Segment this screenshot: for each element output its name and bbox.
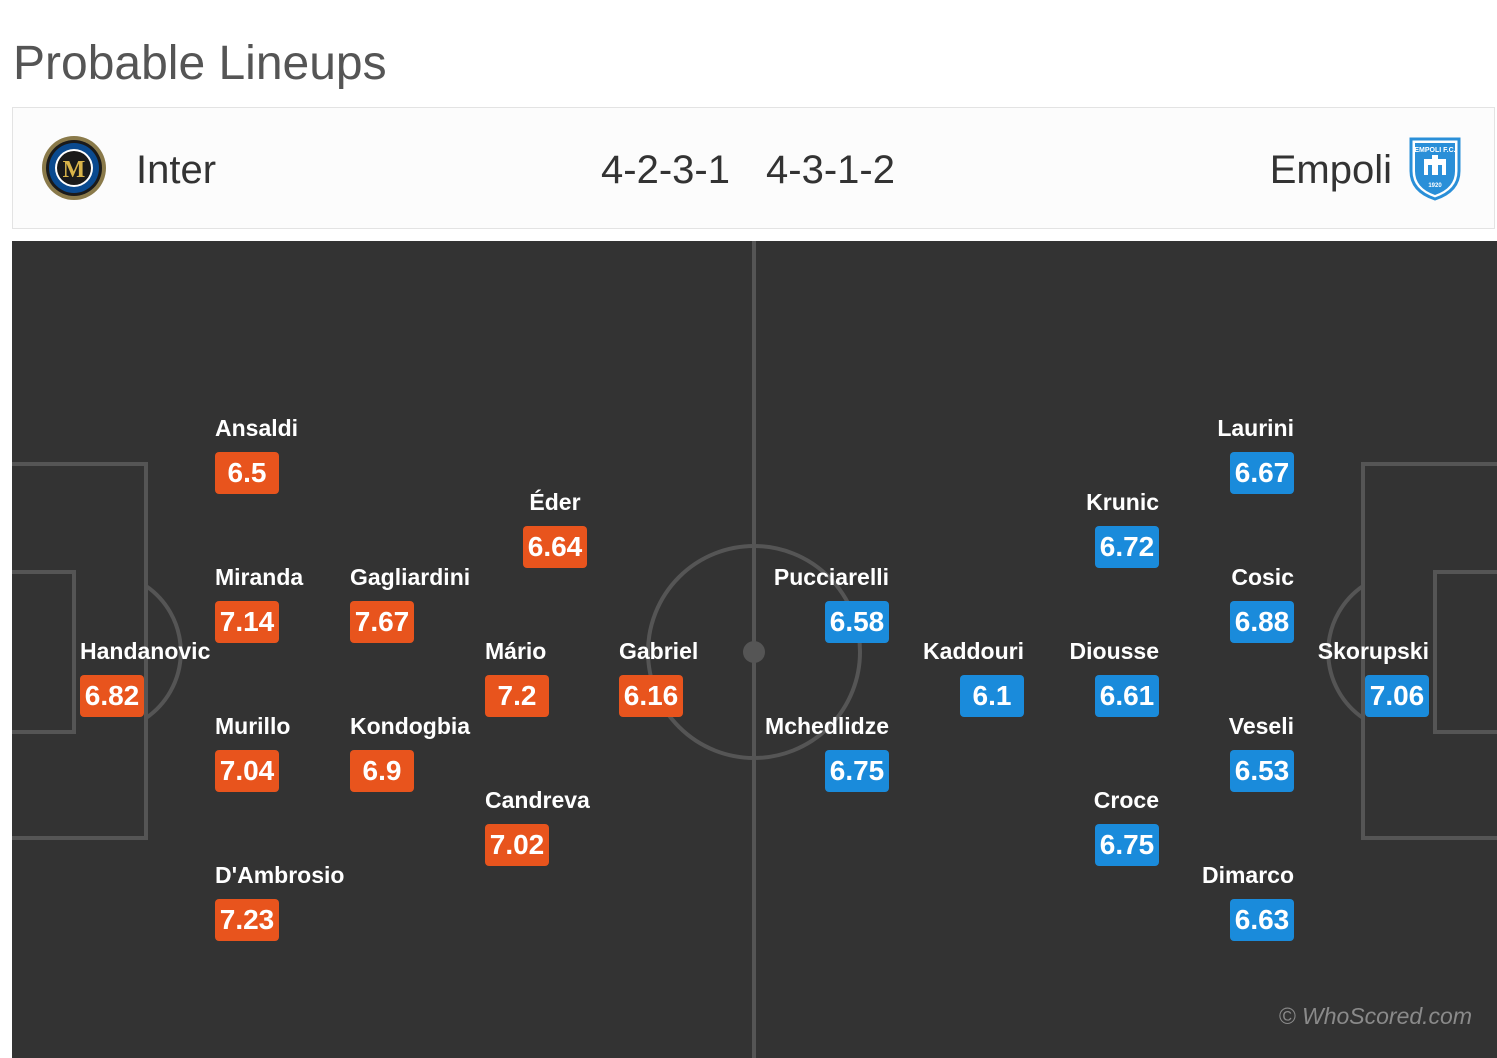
player-name[interactable]: Gagliardini [350,564,471,590]
player-rating-badge: 7.67 [350,601,414,643]
home-player[interactable]: Gagliardini 7.67 [350,563,590,647]
player-name[interactable]: Diousse [1069,638,1159,664]
home-player[interactable]: Miranda 7.14 [215,563,455,647]
away-team-name[interactable]: Empoli [1269,148,1392,192]
away-formation: 4-3-1-2 [766,148,895,192]
svg-text:EMPOLI F.C.: EMPOLI F.C. [1414,147,1455,154]
player-rating-badge: 6.88 [1230,601,1294,643]
player-rating-badge: 6.72 [1095,526,1159,568]
away-player[interactable]: Cosic 6.88 [1054,563,1294,647]
away-player[interactable]: Diousse 6.61 [919,637,1159,721]
home-player[interactable]: Mário 7.2 [485,637,725,721]
away-player[interactable]: Krunic 6.72 [919,488,1159,572]
player-rating-badge: 7.23 [215,899,279,941]
player-name[interactable]: Kaddouri [923,638,1024,664]
home-player[interactable]: Éder 6.64 [485,488,725,572]
player-rating-badge: 6.16 [619,675,683,717]
player-rating-badge: 6.9 [350,750,414,792]
player-rating-badge: 6.63 [1230,899,1294,941]
whoscored-watermark: © WhoScored.com [1278,1003,1472,1029]
player-rating-badge: 6.82 [80,675,144,717]
home-player[interactable]: Gabriel 6.16 [619,637,859,721]
player-name[interactable]: Cosic [1231,564,1294,590]
player-name[interactable]: Gabriel [619,638,699,664]
player-name[interactable]: Kondogbia [350,713,471,739]
player-rating-badge: 6.53 [1230,750,1294,792]
player-rating-badge: 6.67 [1230,452,1294,494]
player-rating-badge: 6.61 [1095,675,1159,717]
player-rating-badge: 6.75 [1095,824,1159,866]
home-player[interactable]: Murillo 7.04 [215,712,455,796]
home-player[interactable]: Handanovic 6.82 [80,637,320,721]
home-player[interactable]: Kondogbia 6.9 [350,712,590,796]
home-player[interactable]: Ansaldi 6.5 [215,414,455,498]
player-rating-badge: 6.5 [215,452,279,494]
home-player[interactable]: D'Ambrosio 7.23 [215,861,455,945]
player-rating-badge: 6.1 [960,675,1024,717]
player-name[interactable]: Candreva [485,787,590,813]
away-player[interactable]: Croce 6.75 [919,786,1159,870]
player-name[interactable]: Éder [529,489,581,515]
player-name[interactable]: Dimarco [1201,862,1294,888]
player-name[interactable]: Pucciarelli [773,564,889,590]
player-rating-badge: 7.2 [485,675,549,717]
away-player[interactable]: Mchedlidze 6.75 [649,712,889,796]
player-rating-badge: 7.06 [1365,675,1429,717]
player-rating-badge: 6.58 [825,601,889,643]
player-name[interactable]: Krunic [1086,489,1159,515]
player-name[interactable]: D'Ambrosio [215,862,345,888]
inter-crest-icon[interactable]: M [41,135,107,201]
player-name[interactable]: Croce [1093,787,1159,813]
player-rating-badge: 6.75 [825,750,889,792]
player-rating-badge: 7.04 [215,750,279,792]
player-name[interactable]: Veseli [1228,713,1294,739]
away-player[interactable]: Dimarco 6.63 [1054,861,1294,945]
away-player[interactable]: Kaddouri 6.1 [784,637,1024,721]
home-formation: 4-2-3-1 [601,148,730,192]
page-title: Probable Lineups [13,37,387,90]
away-player[interactable]: Pucciarelli 6.58 [649,563,889,647]
player-name[interactable]: Ansaldi [215,415,299,441]
player-name[interactable]: Laurini [1217,415,1294,441]
pitch-markings [12,241,1497,1058]
home-player[interactable]: Candreva 7.02 [485,786,725,870]
svg-text:1920: 1920 [1428,183,1442,189]
player-name[interactable]: Miranda [215,564,304,590]
away-player[interactable]: Laurini 6.67 [1054,414,1294,498]
away-player[interactable]: Veseli 6.53 [1054,712,1294,796]
empoli-crest-icon[interactable]: EMPOLI F.C. 1920 [1408,135,1462,201]
player-rating-badge: 6.64 [523,526,587,568]
player-name[interactable]: Skorupski [1317,638,1429,664]
player-name[interactable]: Murillo [215,713,291,739]
home-team-name[interactable]: Inter [136,148,217,192]
player-rating-badge: 7.02 [485,824,549,866]
player-rating-badge: 7.14 [215,601,279,643]
svg-text:M: M [63,157,86,183]
player-name[interactable]: Handanovic [80,638,211,664]
player-name[interactable]: Mário [485,638,547,664]
match-header: M Inter 4-2-3-1 4-3-1-2 Empoli EMPOLI F.… [12,107,1495,229]
pitch: © WhoScored.com Handanovic 6.82 Ansaldi 6.5… [12,241,1497,1058]
away-player[interactable]: Skorupski 7.06 [1189,637,1429,721]
player-name[interactable]: Mchedlidze [765,713,889,739]
